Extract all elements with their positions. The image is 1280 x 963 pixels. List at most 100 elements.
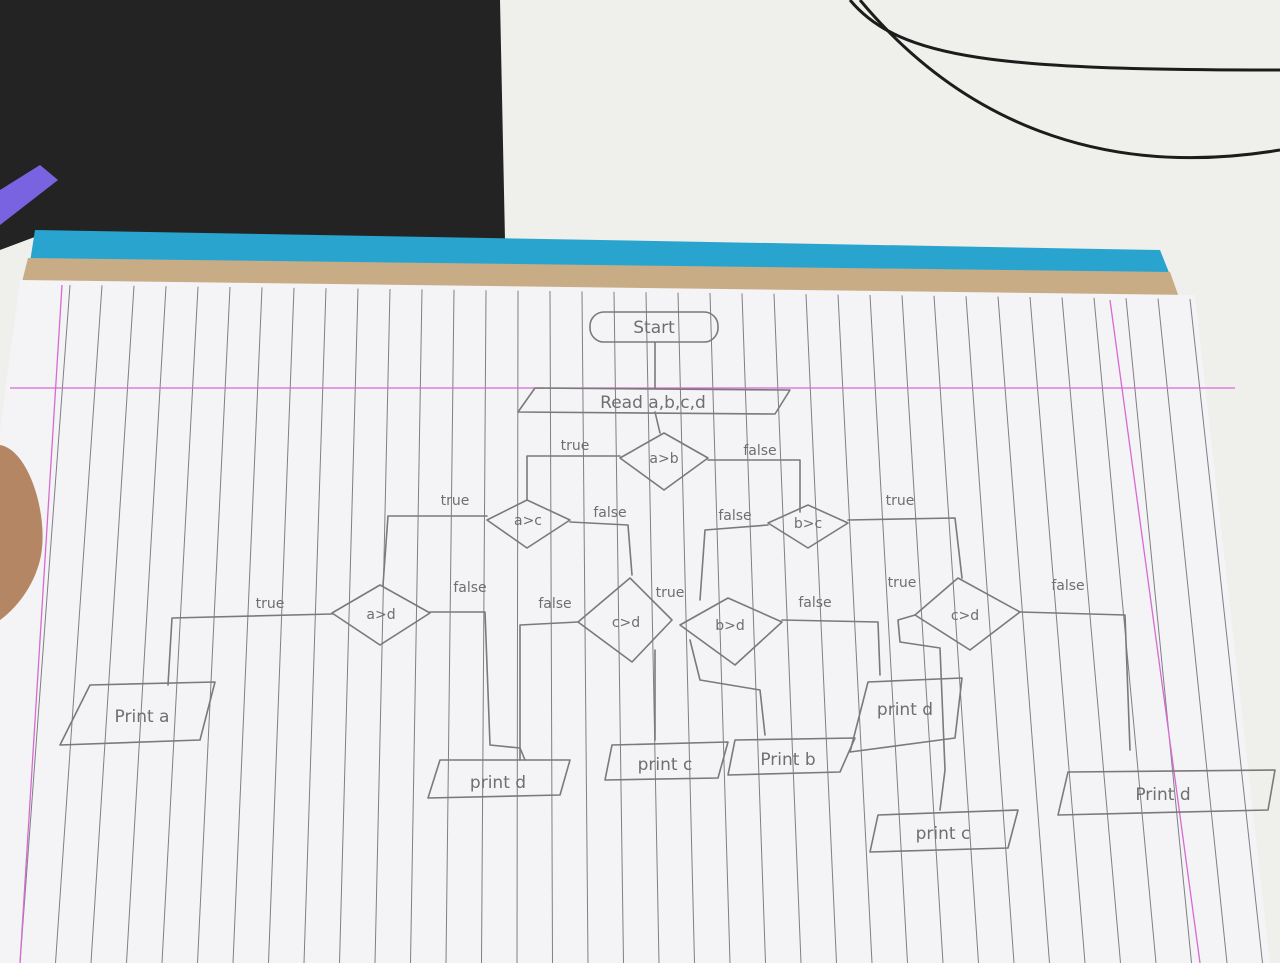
finger [0,445,43,620]
d7-true-label: true [888,575,917,591]
output-print-c-1-label: print c [638,755,693,775]
edge-d6-false [781,619,881,676]
ruled-line [645,292,660,963]
start-label: Start [633,318,675,338]
output-print-d-2 [849,677,963,753]
edge-d5-false [519,621,579,761]
input-box [517,387,791,415]
ruled-line [997,296,1050,963]
notebook-paper [0,280,1270,963]
flowchart: Start Read a,b,c,d a>b true false a>c tr… [59,311,1276,853]
output-print-d-2-label: print d [877,700,933,720]
ruled-line [549,290,553,963]
decision-a-gt-c [486,499,571,549]
decision-c-gt-d-right [914,577,1021,651]
edge-d3-false [699,524,769,601]
ruled-line [161,286,199,963]
ruled-line [268,287,295,963]
decision-a-gt-c-label: a>c [514,513,542,529]
ruled-line [709,292,731,963]
edge-input-d1 [654,411,661,434]
d1-false-label: false [743,443,776,459]
edge-d1-true [526,455,621,501]
edge-d7-true [897,614,946,811]
ruled-line [90,285,135,963]
ruled-line [339,288,359,963]
ruled-line [19,284,71,963]
decision-a-gt-b-label: a>b [649,451,678,467]
ruled-line [1189,298,1263,963]
ruled-line [1061,297,1121,963]
decision-c-gt-d-right-label: c>d [951,608,979,624]
edge-d3-true [847,517,963,579]
output-print-c-1 [604,741,729,781]
d3-false-label: false [718,508,751,524]
ruled-line [55,285,103,963]
output-print-a [59,681,216,746]
output-print-d-1-label: print d [470,773,526,793]
output-print-d-1 [427,759,571,799]
decision-b-gt-d [679,597,783,666]
ruled-line [805,294,837,963]
ruled-line [773,293,802,963]
purple-pen [0,165,58,225]
ruled-line [374,288,391,963]
ruled-line [1157,298,1228,963]
decision-a-gt-d-label: a>d [366,607,395,623]
output-print-a-label: Print a [115,707,170,727]
d3-true-label: true [886,493,915,509]
margin-line-left [19,284,63,963]
ruled-line [1029,296,1086,963]
decision-c-gt-d-left [577,577,673,663]
d4-false-label: false [453,580,486,596]
margin-line-right [1109,299,1201,963]
ruled-line [197,286,231,963]
decision-c-gt-d-left-label: c>d [612,615,640,631]
ruled-line [516,290,519,963]
d4-true-label: true [256,596,285,612]
ruled-line [445,289,455,963]
edge-d1-false [707,459,801,513]
d5-false-label: false [538,596,571,612]
d5-true-label: true [656,585,685,601]
ruled-line [303,288,327,963]
d7-false-label: false [1051,578,1084,594]
ruled-line [741,293,766,963]
edge-d2-false [569,521,633,576]
edge-d7-false [1019,611,1131,751]
output-print-c-2 [869,809,1019,853]
ruled-line [232,287,263,963]
ruled-line [677,292,695,963]
edge-d2-true [382,515,488,586]
decision-a-gt-d [331,584,431,646]
edge-d6-true [689,639,766,736]
ruled-line [933,295,979,963]
d2-false-label: false [593,505,626,521]
ruled-line [901,295,944,963]
edge-d4-false [429,611,526,761]
output-print-b-label: Print b [760,750,815,770]
decision-b-gt-c-label: b>c [794,516,822,532]
d1-true-label: true [561,438,590,454]
decision-b-gt-c [767,504,849,549]
ruled-line [126,286,167,963]
dark-mat [0,0,505,250]
ruled-line [613,291,624,963]
edge-d4-true [167,613,333,686]
d2-true-label: true [441,493,470,509]
ruled-line [481,290,487,963]
cable [848,0,1280,72]
output-print-c-2-label: print c [916,824,971,844]
ruled-line [965,296,1015,963]
start-terminal [589,311,719,343]
ruled-line [410,289,423,963]
ruled-line [837,294,873,963]
ruled-line [1125,298,1192,963]
decision-b-gt-d-label: b>d [715,618,745,634]
output-print-d-3-label: Print d [1135,785,1190,805]
decision-a-gt-b [619,432,709,491]
d6-false-label: false [798,595,831,611]
input-label: Read a,b,c,d [600,393,706,413]
cable-loop [858,0,1280,160]
